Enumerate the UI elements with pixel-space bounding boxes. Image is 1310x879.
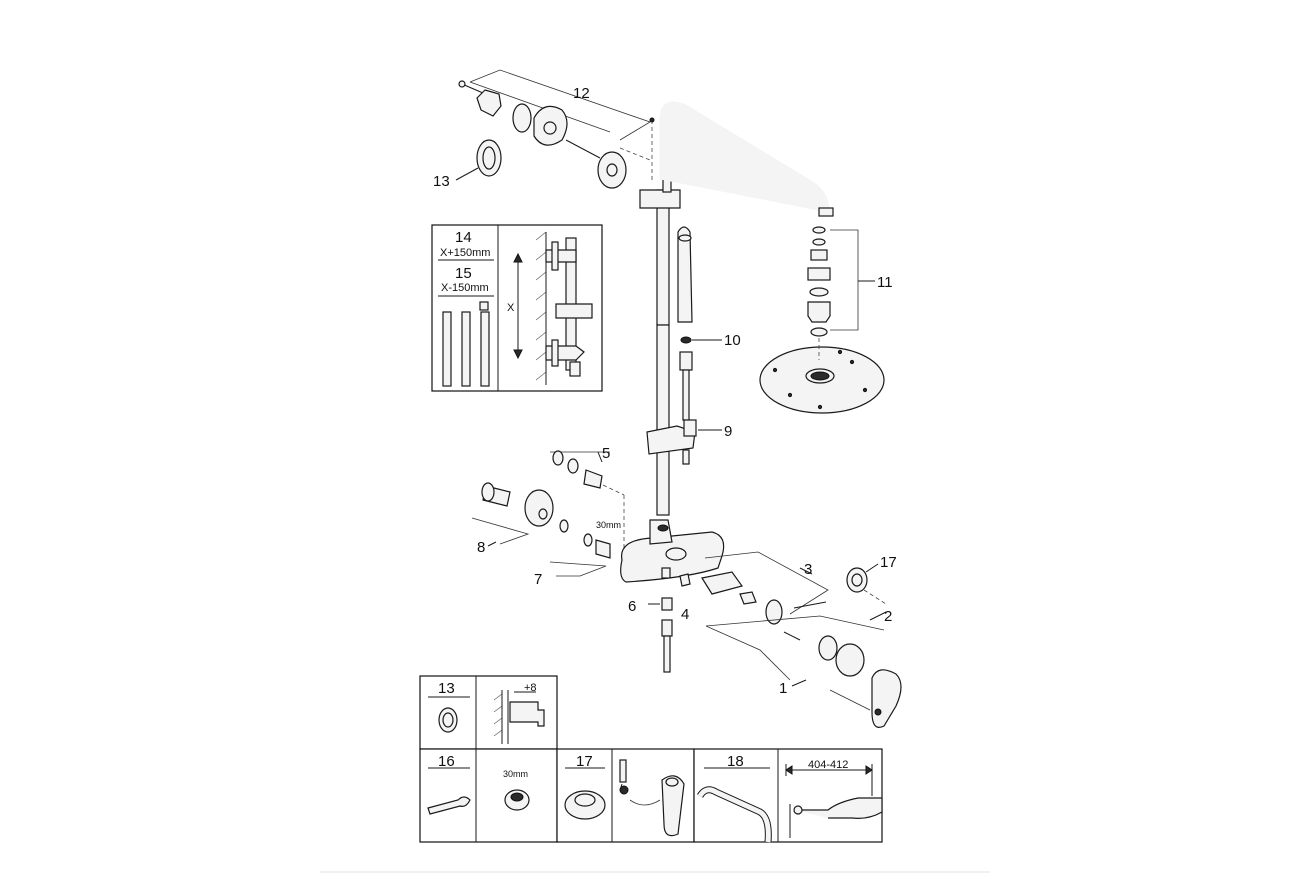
callout-10: 10	[724, 332, 741, 349]
inset-15-dimension: X-150mm	[441, 282, 489, 294]
callout-6: 6	[628, 598, 636, 615]
nut-parts	[549, 533, 611, 577]
panel-17-number: 17	[576, 753, 593, 770]
panel-13-offset: +8	[524, 682, 537, 694]
panel-18-number: 18	[727, 753, 744, 770]
callout-1: 1	[779, 680, 787, 697]
s-union-parts	[471, 482, 569, 547]
panel-16	[419, 748, 558, 843]
callout-4: 4	[681, 606, 689, 623]
callout-5: 5	[602, 445, 610, 462]
mixer-body	[620, 519, 725, 587]
hand-shower	[677, 226, 722, 421]
cartridge-parts	[701, 551, 829, 641]
handle-parts	[705, 611, 902, 728]
wall-bracket-assembly	[455, 69, 651, 189]
panel-16-nut-size: 30mm	[503, 769, 528, 779]
slider	[646, 419, 722, 465]
callout-2: 2	[884, 608, 892, 625]
panel-16-number: 16	[438, 753, 455, 770]
callout-3: 3	[804, 561, 812, 578]
head-shower-parts	[759, 226, 885, 414]
inset-x-label: X	[507, 302, 515, 314]
inset-15-number: 15	[455, 265, 472, 282]
panel-13	[419, 675, 558, 750]
panel-18	[693, 748, 883, 843]
inset-14-dimension: X+150mm	[440, 247, 490, 259]
shower-column	[639, 101, 834, 516]
inset-14-number: 14	[455, 229, 472, 246]
outlet-parts	[648, 597, 673, 673]
callout-13: 13	[433, 173, 450, 190]
wrench-size-note: 30mm	[596, 520, 621, 530]
callout-11: 11	[877, 274, 893, 291]
callout-17: 17	[880, 554, 897, 571]
panel-17	[556, 748, 695, 843]
extension-inset	[431, 224, 603, 392]
callout-9: 9	[724, 423, 732, 440]
callout-12: 12	[573, 85, 590, 102]
callout-8: 8	[477, 539, 485, 556]
scald-guard-part	[846, 563, 887, 605]
check-valve-parts	[550, 450, 625, 548]
panel-13-number: 13	[438, 680, 455, 697]
callout-7: 7	[534, 571, 542, 588]
panel-18-range: 404-412	[808, 759, 848, 771]
